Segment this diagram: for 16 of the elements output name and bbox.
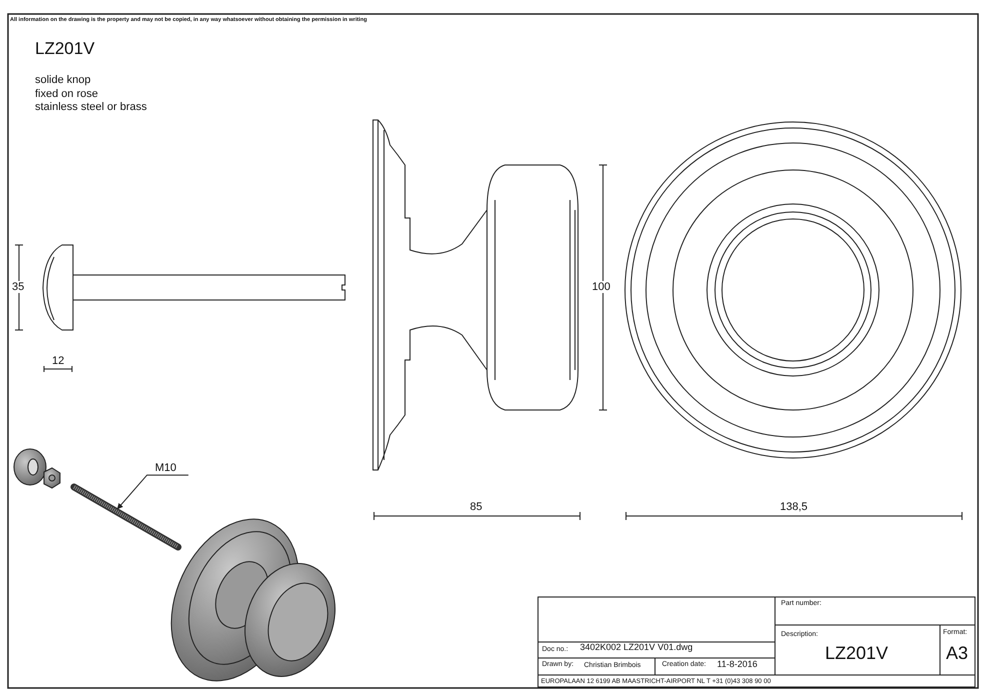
dimension-text: 35 — [12, 281, 24, 294]
description-text: fixed on rose — [35, 88, 98, 100]
field-value: 11-8-2016 — [717, 660, 758, 670]
field-value: LZ201V — [825, 644, 888, 664]
field-value: A3 — [946, 644, 968, 664]
dimension-text: 85 — [470, 501, 482, 514]
description-text: stainless steel or brass — [35, 101, 147, 114]
dimension-text: 100 — [592, 281, 610, 294]
description-text: solide knop — [35, 74, 91, 86]
dimension-text: 12 — [52, 355, 64, 368]
callout-label: M10 — [155, 462, 176, 474]
leader-line — [117, 474, 189, 510]
field-value: 3402K002 LZ201V V01.dwg — [580, 643, 693, 653]
threaded-rod-drawing — [70, 484, 182, 550]
dimension-text: 138,5 — [780, 501, 808, 514]
part-code: LZ201V — [35, 40, 95, 59]
